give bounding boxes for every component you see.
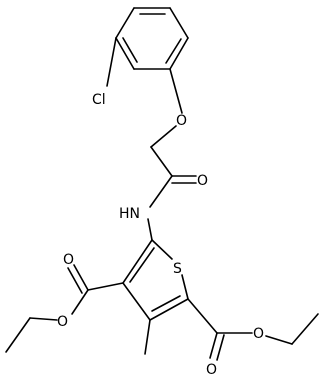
- bond-ring-3-inner: [165, 38, 182, 64]
- atom-o-ester-right-carbonyl-label: O: [206, 362, 217, 376]
- bond-c2-c3-inner: [151, 295, 181, 312]
- bond-ester-left-c-o: [71, 289, 89, 315]
- bond-ester-right-co-2: [216, 334, 225, 361]
- atom-o-ester-left-carbonyl-label: O: [63, 252, 74, 268]
- bond-aryl-o: [169, 68, 183, 114]
- bond-c4-c5: [122, 239, 153, 284]
- bond-ester-left-o-ch2: [29, 317, 58, 321]
- bond-c2-ester-c: [187, 298, 218, 334]
- bond-ring-6: [115, 7, 135, 39]
- atom-o-amide-label: O: [197, 173, 208, 189]
- bond-c4-ester-c: [87, 282, 124, 291]
- bond-ring-5: [115, 37, 135, 70]
- atom-o-ether-label: O: [176, 113, 187, 129]
- bond-ester-left-co-1: [73, 264, 89, 291]
- bond-ester-right-o-ch2: [265, 335, 293, 345]
- bond-c-cl: [106, 37, 117, 87]
- atom-o-ester-right-alkoxy-label: O: [253, 326, 264, 342]
- bond-c3-methyl: [144, 319, 151, 355]
- bond-ester-left-ch2-ch3: [5, 317, 31, 353]
- bond-c4-c5-inner: [129, 247, 155, 283]
- bond-ester-right-ch2-ch3: [291, 313, 319, 345]
- bond-ring-3: [169, 37, 189, 70]
- bond-s-c2: [181, 274, 189, 300]
- bond-c3-c4: [122, 282, 151, 321]
- atom-o-ester-left-alkoxy-label: O: [57, 314, 68, 330]
- bond-ch2-co: [150, 146, 173, 177]
- bond-o-ch2: [150, 125, 177, 148]
- bond-ester-left-co-2: [67, 267, 83, 294]
- atom-cl-label: Cl: [92, 92, 106, 108]
- bond-layer: [5, 7, 319, 361]
- atom-nh-label: HN: [119, 206, 140, 222]
- bond-ring-2: [169, 7, 189, 39]
- bond-co-nh: [149, 175, 173, 208]
- bond-ring-5-inner: [122, 37, 138, 63]
- bond-c2-c3: [149, 298, 189, 321]
- atom-label-layer: Cl O O HN S O O O O: [57, 92, 264, 376]
- bond-nh-c5: [147, 218, 153, 241]
- bond-c5-s: [151, 239, 173, 260]
- bond-ester-right-co-1: [209, 332, 218, 359]
- atom-s-label: S: [173, 261, 182, 277]
